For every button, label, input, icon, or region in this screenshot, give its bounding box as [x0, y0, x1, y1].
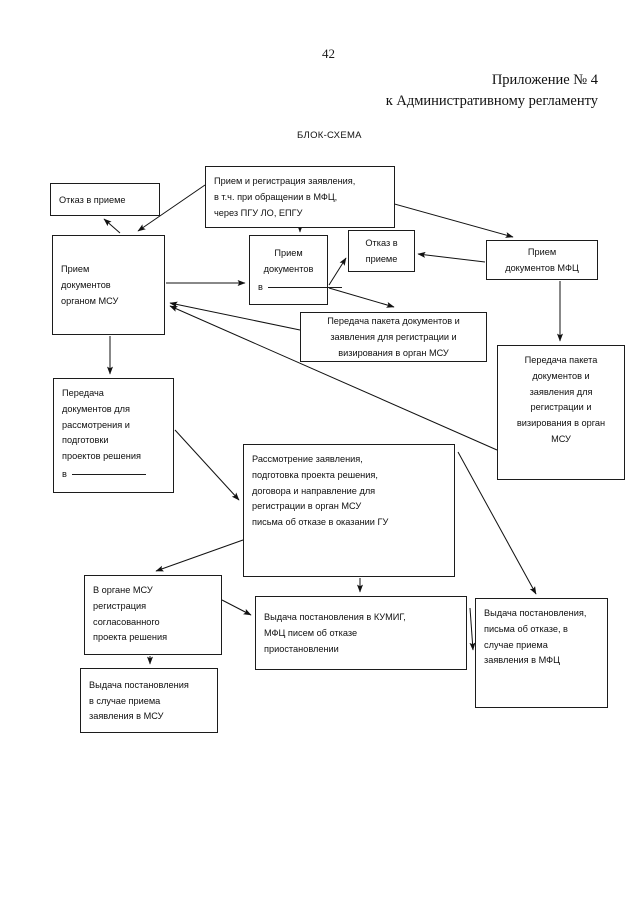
node-intake-and-registration: Прием и регистрация заявления, в т.ч. при… [205, 166, 395, 228]
node-text-line: согласованного [93, 616, 160, 627]
node-text-line: заявления для [529, 386, 593, 397]
node-transfer-of-package-middle: Передача пакета документов и заявления дл… [300, 312, 487, 362]
node-text-line: регистрации в орган МСУ [252, 501, 362, 512]
node-text-line: Рассмотрение заявления, [252, 454, 363, 464]
node-text-line: визирования в орган МСУ [338, 347, 449, 358]
node-text-line: документов МФЦ [505, 263, 579, 273]
node-text-line: В органе МСУ [93, 585, 153, 595]
node-text-line: в т.ч. при обращении в МФЦ, [214, 192, 338, 203]
node-text-line: заявления в МСУ [89, 711, 164, 722]
appendix-line-2: к Административному регламенту [385, 93, 598, 110]
node-text-line: договора и направление для [252, 485, 376, 496]
node-text-line: Прием [274, 248, 303, 259]
node-text-line: органом МСУ [61, 295, 119, 306]
node-text-line: Прием [527, 247, 557, 258]
node-text-line: заявления в МФЦ [484, 655, 560, 666]
node-text-line: подготовки [62, 435, 109, 446]
node-text-line: Отказ в [365, 238, 398, 249]
node-refusal-acceptance-left: Отказ в приеме [50, 183, 160, 216]
node-acceptance-of-documents-by-msu: Прием документов органом МСУ [52, 235, 165, 335]
node-text-line: документов [61, 280, 111, 291]
node-transfer-documents-for-review: Передача документов для рассмотрения и подг… [53, 378, 174, 493]
node-issue-resolution-msu: Выдача постановления в случае приема заявл… [80, 668, 218, 733]
fill-in-blank [268, 278, 343, 288]
node-text-line: письма об отказе в оказании ГУ [252, 517, 389, 528]
node-text-line: Выдача постановления в КУМИГ, [264, 612, 406, 623]
node-issue-resolution-mfc: Выдача постановления, письма об отказе, в… [475, 598, 608, 708]
node-text-line: проекта решения [93, 632, 168, 643]
node-acceptance-of-documents-in-blank: Прием документов в [249, 235, 343, 305]
node-text-line: документов для [62, 403, 130, 414]
appendix-line-1: Приложение № 4 [491, 72, 598, 88]
node-text-line: через ПГУ ЛО, ЕПГУ [214, 207, 303, 218]
node-text-line: МФЦ писем об отказе [264, 628, 358, 639]
node-review-of-application: Рассмотрение заявления, подготовка проект… [243, 444, 455, 577]
edge-transfer-review-to-review [174, 429, 240, 501]
node-acceptance-of-documents-mfc: Прием документов МФЦ [486, 240, 598, 280]
edge-review-to-msu-registration [155, 539, 244, 572]
node-text-line: Выдача постановления [89, 679, 189, 690]
page-number: 42 [322, 46, 335, 61]
node-text-line: в [258, 278, 343, 296]
node-text-line: Передача пакета документов и [327, 316, 460, 327]
node-text-line: документов [263, 264, 314, 275]
node-text-line: Прием и регистрация заявления, [214, 176, 356, 187]
node-text-line: визирования в орган [516, 418, 606, 429]
diagram-title: БЛОК-СХЕМА [297, 130, 362, 141]
node-transfer-of-package-right: Передача пакета документов и заявления для… [497, 345, 625, 480]
node-text-line: приостановлении [264, 643, 339, 654]
node-text-line: регистрации и [530, 402, 592, 413]
node-text-line: Выдача постановления, [484, 608, 587, 618]
node-text-line: документов и [532, 370, 590, 381]
node-msu-registration-of-agreed-draft: В органе МСУ регистрация согласованного про… [84, 575, 222, 655]
node-text-line: приеме [365, 254, 398, 264]
node-text-line: регистрация [93, 600, 147, 611]
node-text-line: рассмотрения и [62, 419, 130, 430]
node-text-line: Прием [61, 264, 90, 275]
node-text-line: подготовка проекта решения, [252, 469, 378, 480]
node-text-line: письма об отказе, в [484, 623, 568, 634]
node-text-line: Передача [62, 388, 104, 398]
node-text-line: Передача пакета [524, 355, 598, 365]
node-text-line: заявления для регистрации и [330, 332, 457, 343]
node-text-line: в [62, 465, 165, 483]
node-text-line: МСУ [551, 434, 571, 445]
node-text-line: Отказ в приеме [59, 194, 126, 205]
appendix-header: Приложение № 4 к Административному регла… [386, 70, 598, 112]
edge-mfc-to-refusal-mid [417, 251, 486, 263]
node-text-line: случае приема [484, 639, 548, 650]
edge-transfer-mid-to-msu [169, 301, 301, 331]
node-refusal-acceptance-middle: Отказ в приеме [348, 230, 415, 272]
node-text-line: в случае приема [89, 695, 161, 706]
edge-docs-blank-to-transfer-mid [328, 287, 395, 308]
node-issue-resolution-kumig: Выдача постановления в КУМИГ, МФЦ писем о… [255, 596, 467, 670]
node-text-line: проектов решения [62, 451, 141, 462]
fill-in-blank [72, 465, 147, 476]
edge-msu-registration-to-issue-kumig [221, 599, 252, 616]
edge-issue-kumig-to-issue-mfc [469, 607, 476, 651]
edge-msu-to-refusal-left [103, 218, 121, 234]
